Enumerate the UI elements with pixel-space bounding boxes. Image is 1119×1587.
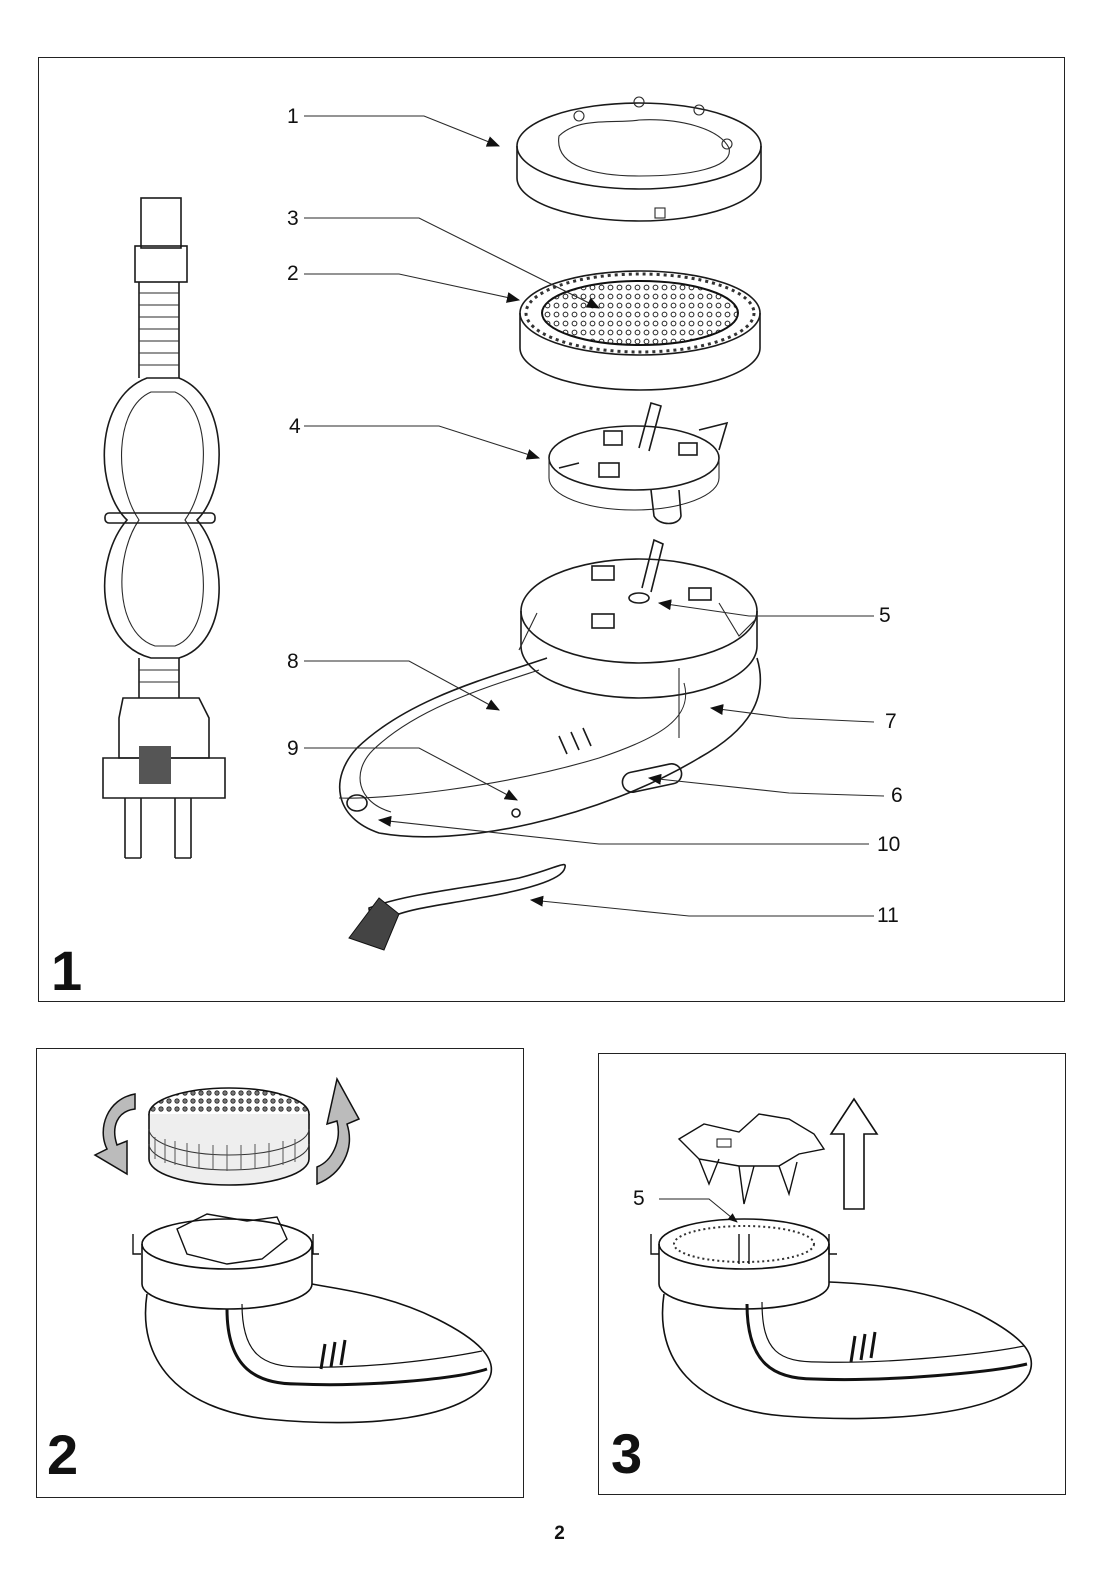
figure-2-remove-cover: 2 [36, 1048, 524, 1498]
callout-label: 3 [287, 208, 299, 229]
callout-label: 10 [877, 834, 900, 855]
figure-number: 1 [51, 943, 82, 999]
up-arrow-icon [831, 1099, 877, 1209]
callout-label: 1 [287, 106, 299, 127]
figure-number: 3 [611, 1426, 642, 1482]
figure-number: 2 [47, 1427, 78, 1483]
figure-1-exploded-view: 1 3 2 4 5 8 7 9 6 10 11 1 [38, 57, 1065, 1002]
outer-cover-ring [517, 97, 761, 221]
exploded-view-drawing [39, 58, 1066, 1003]
rotate-arrow-icon [317, 1079, 359, 1184]
callout-label: 5 [879, 605, 891, 626]
cleaning-brush-icon [349, 865, 565, 950]
figure-3-remove-blade: 5 3 [598, 1053, 1066, 1495]
page-number: 2 [0, 1523, 1119, 1545]
callout-label: 4 [289, 416, 301, 437]
callout-label: 8 [287, 651, 299, 672]
remove-cover-drawing [37, 1049, 525, 1499]
callout-label: 6 [891, 785, 903, 806]
callout-label: 9 [287, 738, 299, 759]
callout-label: 5 [633, 1188, 645, 1209]
rotate-arrow-icon [95, 1094, 135, 1174]
power-cord-icon [103, 198, 225, 858]
callout-label: 2 [287, 263, 299, 284]
remove-blade-drawing [599, 1054, 1067, 1496]
device-body [339, 540, 760, 837]
cutting-mesh-ring [520, 271, 760, 390]
blade-unit [549, 403, 727, 524]
callout-label: 7 [885, 711, 897, 732]
callout-label: 11 [877, 905, 899, 926]
